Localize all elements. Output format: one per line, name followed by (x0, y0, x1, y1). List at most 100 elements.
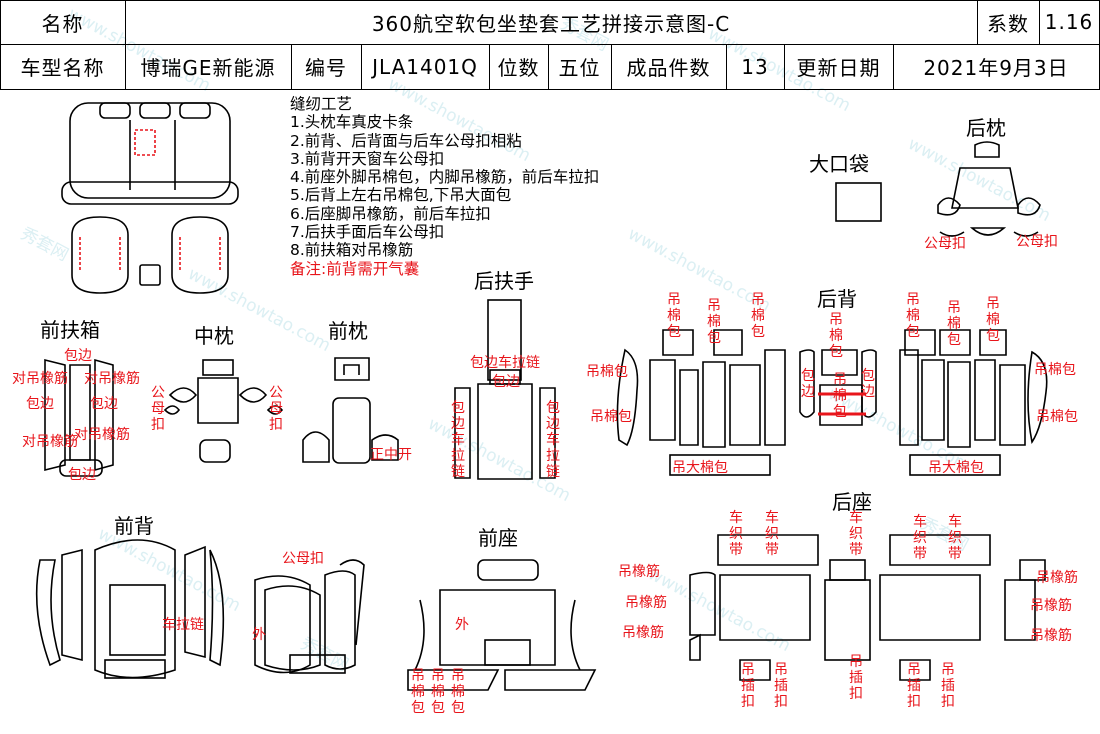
annotation-binding: 包边 (492, 374, 520, 390)
note-item: 1.头枕车真皮卡条 (290, 113, 414, 132)
annotation-hang-cotton: 吊棉包 (411, 668, 425, 716)
annotation-binding: 包边 (90, 396, 118, 412)
note-item: 4.前座外脚吊棉包，内脚吊橡筋，前后车拉扣 (290, 168, 600, 187)
annotation-hang-clip: 吊插扣 (907, 662, 921, 710)
annotation-fabric-band: 车织带 (913, 514, 927, 562)
annotation-hang-elastic: 吊橡筋 (622, 625, 664, 641)
code-value: JLA1401Q (372, 54, 478, 79)
annotation-pair-elastic: 对吊橡筋 (84, 371, 140, 387)
annotation-snap: 公母扣 (151, 385, 165, 433)
annotation-hang-cotton: 吊棉包 (586, 364, 628, 380)
annotation-hang-cotton: 吊棉包 (833, 372, 847, 420)
name-label: 名称 (41, 11, 84, 36)
annotation-hang-cotton: 吊棉包 (906, 292, 920, 340)
annotation-snap: 公母扣 (924, 236, 966, 252)
notes-title: 缝纫工艺 (290, 95, 353, 113)
annotation-hang-cotton: 吊棉包 (431, 668, 445, 716)
front-seat-pieces (407, 559, 597, 691)
annotation-pair-elastic: 对吊橡筋 (74, 427, 130, 443)
page-title: 360航空软包坐垫套工艺拼接示意图-C (371, 11, 731, 36)
annotation-hang-cotton: 吊棉包 (947, 300, 961, 348)
annotation-bind-zip: 包边车拉链 (451, 400, 465, 480)
section-front-back: 前背 (114, 514, 154, 538)
coef-label: 系数 (987, 11, 1029, 36)
model-label: 车型名称 (20, 56, 105, 80)
annotation-pair-elastic: 对吊橡筋 (12, 371, 68, 387)
big-pocket-piece (835, 182, 882, 222)
annotation-hang-clip: 吊插扣 (941, 662, 955, 710)
note-item: 2.前背、后背面与后车公母扣相粘 (290, 131, 522, 150)
annotation-hang-elastic: 吊橡筋 (618, 564, 660, 580)
annotation-snap: 公母扣 (1016, 234, 1058, 250)
annotation-outer: 外 (455, 617, 469, 633)
section-front-headrest: 前枕 (328, 319, 368, 343)
annotation-hang-clip: 吊插扣 (774, 662, 788, 710)
annotation-snap: 公母扣 (282, 551, 324, 567)
annotation-hang-big-cotton: 吊大棉包 (928, 460, 984, 476)
annotation-hang-cotton: 吊棉包 (1034, 362, 1076, 378)
annotation-hang-cotton: 吊棉包 (829, 312, 843, 360)
note-item: 6.后座脚吊橡筋，前后车拉扣 (290, 204, 491, 223)
annotation-binding: 包边 (801, 368, 815, 400)
rear-seat-pieces (689, 534, 1046, 681)
annotation-hang-cotton: 吊棉包 (986, 296, 1000, 344)
annotation-binding: 包边 (68, 467, 96, 483)
front-console-pieces (44, 358, 114, 477)
annotation-hang-clip: 吊插扣 (849, 654, 863, 702)
annotation-fabric-band: 车织带 (765, 510, 779, 558)
code-label: 编号 (305, 56, 347, 80)
seats-value: 五位 (558, 56, 601, 80)
annotation-hang-cotton: 吊棉包 (667, 292, 681, 340)
date-label: 更新日期 (796, 56, 881, 80)
front-headrest-pieces (302, 357, 399, 464)
annotation-cut-front: 正中开 (370, 447, 412, 463)
rear-back-arrows (818, 392, 866, 416)
front-back-pieces (35, 539, 365, 679)
note-item: 5.后背上左右吊棉包,下吊大面包 (290, 186, 512, 205)
annotation-bind-zip: 包边车拉链 (470, 355, 540, 371)
notes-remark: 备注:前背需开气囊 (290, 259, 420, 278)
coef-value: 1.16 (1044, 10, 1094, 34)
annotation-hang-cotton: 吊棉包 (590, 409, 632, 425)
annotation-zip: 车拉链 (162, 617, 204, 633)
annotation-binding: 包边 (64, 348, 92, 364)
seats-label: 位数 (497, 56, 540, 80)
annotation-hang-clip: 吊插扣 (741, 662, 755, 710)
annotation-hang-elastic: 吊橡筋 (1030, 628, 1072, 644)
annotation-binding: 包边 (861, 368, 875, 400)
note-item: 7.后扶手面后车公母扣 (290, 223, 445, 242)
pieces-label: 成品件数 (626, 56, 711, 80)
front-seats-overview-illustration (71, 216, 229, 294)
middle-headrest-pieces (163, 359, 284, 463)
annotation-hang-cotton: 吊棉包 (451, 668, 465, 716)
annotation-snap: 公母扣 (269, 385, 283, 433)
annotation-bind-zip: 包边车拉链 (546, 400, 560, 480)
section-front-console: 前扶箱 (40, 318, 100, 342)
annotation-hang-elastic: 吊橡筋 (625, 595, 667, 611)
annotation-hang-cotton: 吊棉包 (751, 292, 765, 340)
section-rear-headrest: 后枕 (966, 116, 1006, 140)
pieces-value: 13 (741, 54, 769, 79)
rear-headrest-pieces (937, 141, 1041, 237)
section-rear-armrest: 后扶手 (474, 269, 534, 293)
sewing-notes: 缝纫工艺 1.头枕车真皮卡条 2.前背、后背面与后车公母扣相粘 3.前背开天窗车… (290, 95, 599, 278)
annotation-hang-elastic: 吊橡筋 (1030, 598, 1072, 614)
annotation-pair-elastic: 对吊橡筋 (22, 434, 78, 450)
section-big-pocket: 大口袋 (809, 152, 869, 176)
note-item: 3.前背开天窗车公母扣 (290, 149, 445, 168)
date-value: 2021年9月3日 (923, 56, 1069, 80)
annotation-hang-elastic: 吊橡筋 (1036, 570, 1078, 586)
annotation-outer: 外 (252, 627, 266, 643)
section-middle-headrest: 中枕 (194, 324, 234, 348)
section-front-seat: 前座 (478, 526, 518, 550)
section-rear-back: 后背 (817, 287, 857, 311)
annotation-hang-cotton: 吊棉包 (707, 298, 721, 346)
annotation-fabric-band: 车织带 (729, 510, 743, 558)
note-item: 8.前扶箱对吊橡筋 (290, 241, 414, 260)
section-rear-seat: 后座 (832, 490, 872, 514)
annotation-binding: 包边 (26, 396, 54, 412)
annotation-fabric-band: 车织带 (948, 514, 962, 562)
rear-back-pieces (616, 329, 1048, 476)
model-value: 博瑞GE新能源 (140, 56, 276, 80)
